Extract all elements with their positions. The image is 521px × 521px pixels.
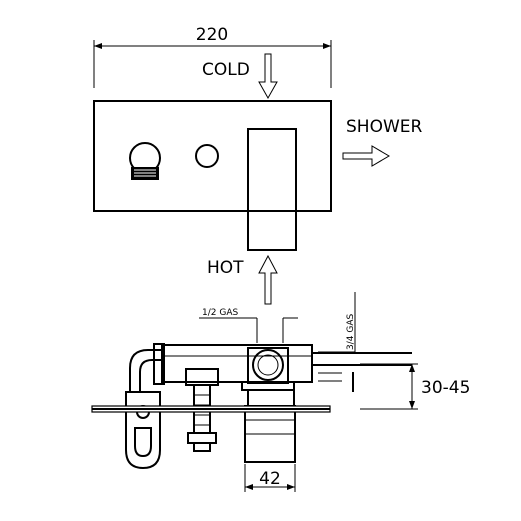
hot-arrow <box>258 254 278 305</box>
inlet-thread-marker: 1/2 GAS <box>199 308 298 343</box>
shower-arrow <box>342 145 390 167</box>
body-width-label: 42 <box>259 469 281 489</box>
shower-label: SHOWER <box>346 117 423 137</box>
depth-dimension: 30-45 <box>360 363 470 410</box>
cold-label: COLD <box>202 60 250 80</box>
mixer-lever <box>247 128 297 251</box>
inlet-thread-label: 1/2 GAS <box>202 308 238 318</box>
diverter-knob <box>129 142 161 180</box>
width-dimension-label: 220 <box>196 25 228 45</box>
mixer-body-side-view <box>125 343 412 470</box>
body-width-dimension: 42 <box>244 464 296 492</box>
outlet-thread-marker: 3/4 GAS <box>318 292 356 353</box>
outlet-thread-label: 3/4 GAS <box>346 314 356 350</box>
wall-line <box>91 405 331 413</box>
selector-button <box>195 144 219 168</box>
hot-label: HOT <box>207 258 244 278</box>
depth-dimension-label: 30-45 <box>421 378 470 398</box>
front-plate <box>93 100 332 212</box>
cold-arrow <box>258 53 278 100</box>
width-dimension: 220 <box>93 25 332 88</box>
